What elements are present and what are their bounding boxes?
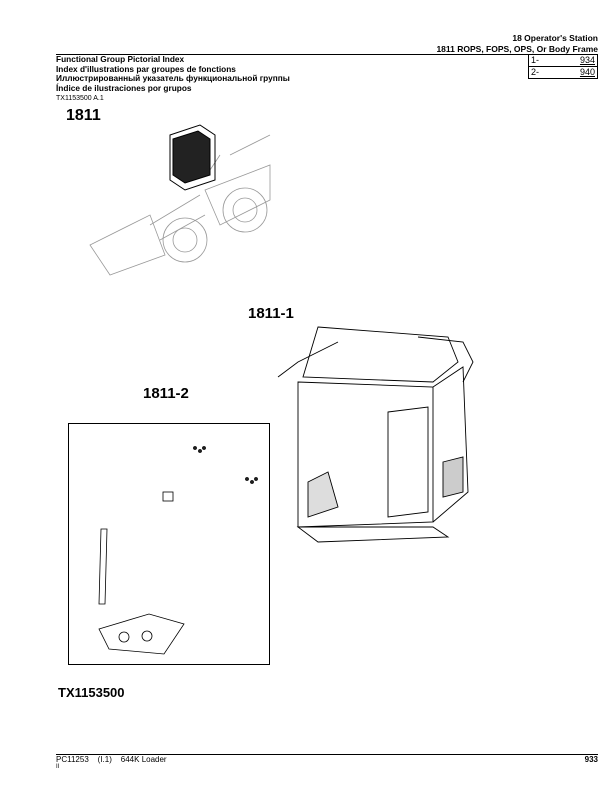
section-title: 18 Operator's Station <box>512 33 598 43</box>
revision: (I.1) <box>97 755 112 764</box>
kit-parts-illustration <box>98 446 258 655</box>
part1-label: 1811-1 <box>248 305 294 322</box>
title-fr: Index d'illustrations par groupes de fon… <box>56 63 236 74</box>
loader-illustration <box>89 124 271 276</box>
page-index-table: 1-934 2-940 <box>528 55 598 79</box>
part2-label: 1811-2 <box>143 385 189 402</box>
footer-sub: II <box>56 764 60 770</box>
image-ref: TX1153500 A.1 <box>56 95 104 102</box>
group-title: 1811 ROPS, FOPS, OPS, Or Body Frame <box>436 44 598 54</box>
cab-illustration <box>277 326 474 543</box>
kit-box <box>68 423 270 665</box>
index-titles: Functional Group Pictorial Index Index d… <box>56 54 290 93</box>
title-ru: Иллюстрированный указатель функционально… <box>56 73 290 84</box>
header-rule <box>56 54 598 55</box>
group-label: 1811 <box>66 107 101 124</box>
figure-label: TX1153500 <box>58 685 125 700</box>
model: 644K Loader <box>120 755 167 764</box>
index-row[interactable]: 1-934 <box>529 55 597 67</box>
page-number: 933 <box>584 755 598 764</box>
footer: PC11253 (I.1) 644K Loader 933 II <box>56 754 598 770</box>
title-en: Functional Group Pictorial Index <box>56 54 185 64</box>
doc-number: PC11253 <box>56 755 89 764</box>
title-es: Índice de ilustraciones por grupos <box>56 82 192 93</box>
index-row[interactable]: 2-940 <box>531 67 595 77</box>
